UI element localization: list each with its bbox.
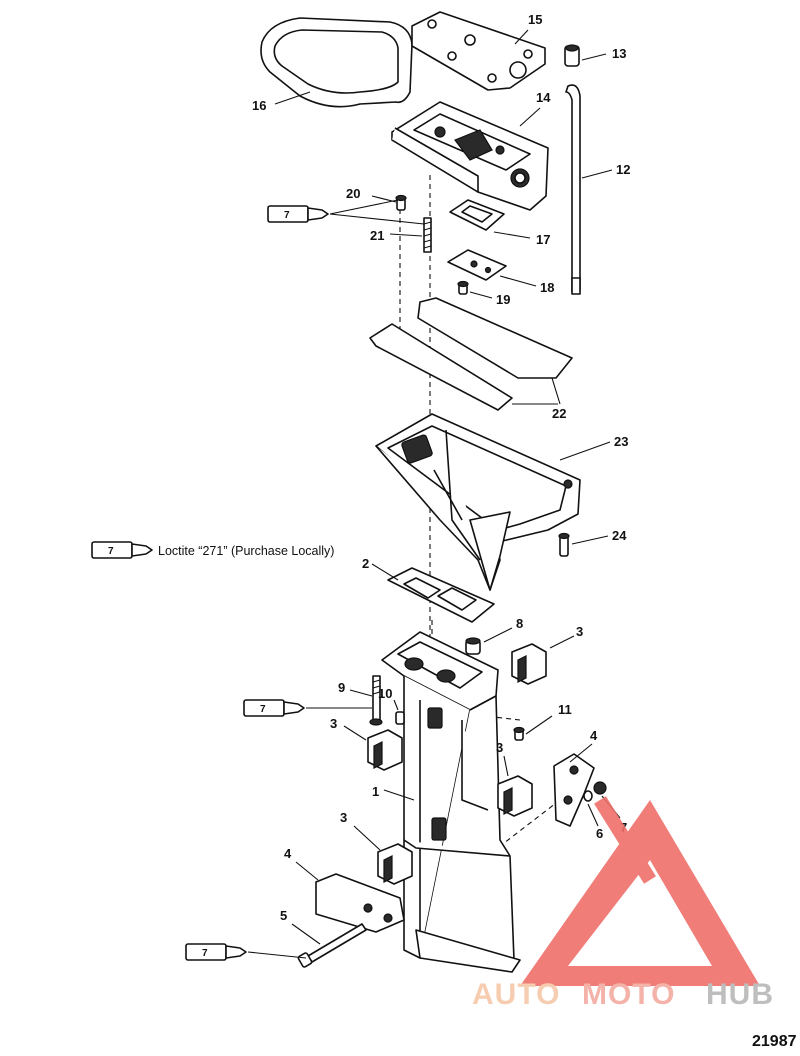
sealant-tube-icon: 7 — [243, 699, 305, 717]
callout-21: 21 — [370, 228, 384, 243]
part-5-bolt — [297, 923, 367, 968]
callout-19: 19 — [496, 292, 510, 307]
part-3-mount-c — [497, 775, 533, 817]
callout-17: 17 — [536, 232, 550, 247]
callout-8: 8 — [516, 616, 523, 631]
callout-5: 5 — [280, 908, 287, 923]
part-12-shift-shaft — [565, 84, 581, 295]
callout-13: 13 — [612, 46, 626, 61]
part-1-driveshaft-housing — [381, 631, 521, 973]
sealant-tube-label: 7 — [284, 210, 290, 221]
sealant-tube-icon: 7 — [267, 205, 329, 223]
part-9-bolt — [369, 675, 383, 726]
watermark-text-moto: MOTO — [582, 978, 675, 1011]
callout-3: 3 — [576, 624, 583, 639]
part-16-seal — [260, 17, 413, 108]
part-23-exhaust-housing — [375, 413, 581, 591]
callout-11: 11 — [558, 702, 572, 717]
callout-6: 6 — [596, 826, 603, 841]
part-2-gasket — [387, 567, 495, 623]
callout-9: 9 — [338, 680, 345, 695]
part-22-gaskets — [369, 297, 573, 411]
callout-22: 22 — [552, 406, 566, 421]
callout-3: 3 — [340, 810, 347, 825]
part-7-nut — [593, 781, 607, 795]
legend-note: Loctite “271” (Purchase Locally) — [158, 544, 334, 558]
callout-3: 3 — [496, 740, 503, 755]
part-11-screw — [513, 726, 525, 741]
callout-4: 4 — [284, 846, 292, 861]
part-18-plate — [447, 249, 507, 281]
callout-18: 18 — [540, 280, 554, 295]
drawing-number: 21987 — [752, 1033, 797, 1050]
callout-24: 24 — [612, 528, 627, 543]
callout-23: 23 — [614, 434, 628, 449]
part-13-bushing — [564, 44, 580, 67]
part-3-mount-d — [377, 843, 413, 885]
sealant-tube-icon: 7 — [91, 541, 153, 559]
part-6-washer — [583, 790, 593, 802]
callout-14: 14 — [536, 90, 551, 105]
part-10-pin — [395, 711, 405, 725]
watermark-triangle — [520, 800, 760, 986]
part-24-screw — [558, 532, 570, 557]
sealant-tube-label: 7 — [108, 546, 114, 557]
part-8-plug — [465, 637, 481, 655]
part-17-gasket — [449, 199, 505, 231]
sealant-tube-icon: 7 — [185, 943, 247, 961]
part-4-clamp-right — [553, 753, 595, 827]
part-20-screw — [395, 194, 407, 211]
part-3-mount-a — [511, 643, 547, 685]
part-21-stud — [423, 217, 432, 253]
watermark-logo: AUTO MOTO HUB — [472, 796, 774, 1011]
watermark-text-auto: AUTO — [472, 978, 560, 1011]
callout-3: 3 — [330, 716, 337, 731]
callout-20: 20 — [346, 186, 360, 201]
legend: 7 Loctite “271” (Purchase Locally) — [91, 541, 334, 559]
callout-2: 2 — [362, 556, 369, 571]
watermark-text-hub: HUB — [706, 978, 774, 1011]
sealant-tube-label: 7 — [260, 704, 266, 715]
part-4-clamp-left — [315, 873, 405, 933]
callout-4: 4 — [590, 728, 598, 743]
part-14-adapter-plate — [391, 101, 549, 211]
callout-10: 10 — [378, 686, 392, 701]
part-15-gasket — [411, 11, 546, 91]
callout-1: 1 — [372, 784, 379, 799]
sealant-tube-label: 7 — [202, 948, 208, 959]
callout-12: 12 — [616, 162, 630, 177]
part-3-mount-b — [367, 729, 403, 771]
callout-15: 15 — [528, 12, 542, 27]
part-19-screw — [457, 280, 469, 295]
callout-16: 16 — [252, 98, 266, 113]
